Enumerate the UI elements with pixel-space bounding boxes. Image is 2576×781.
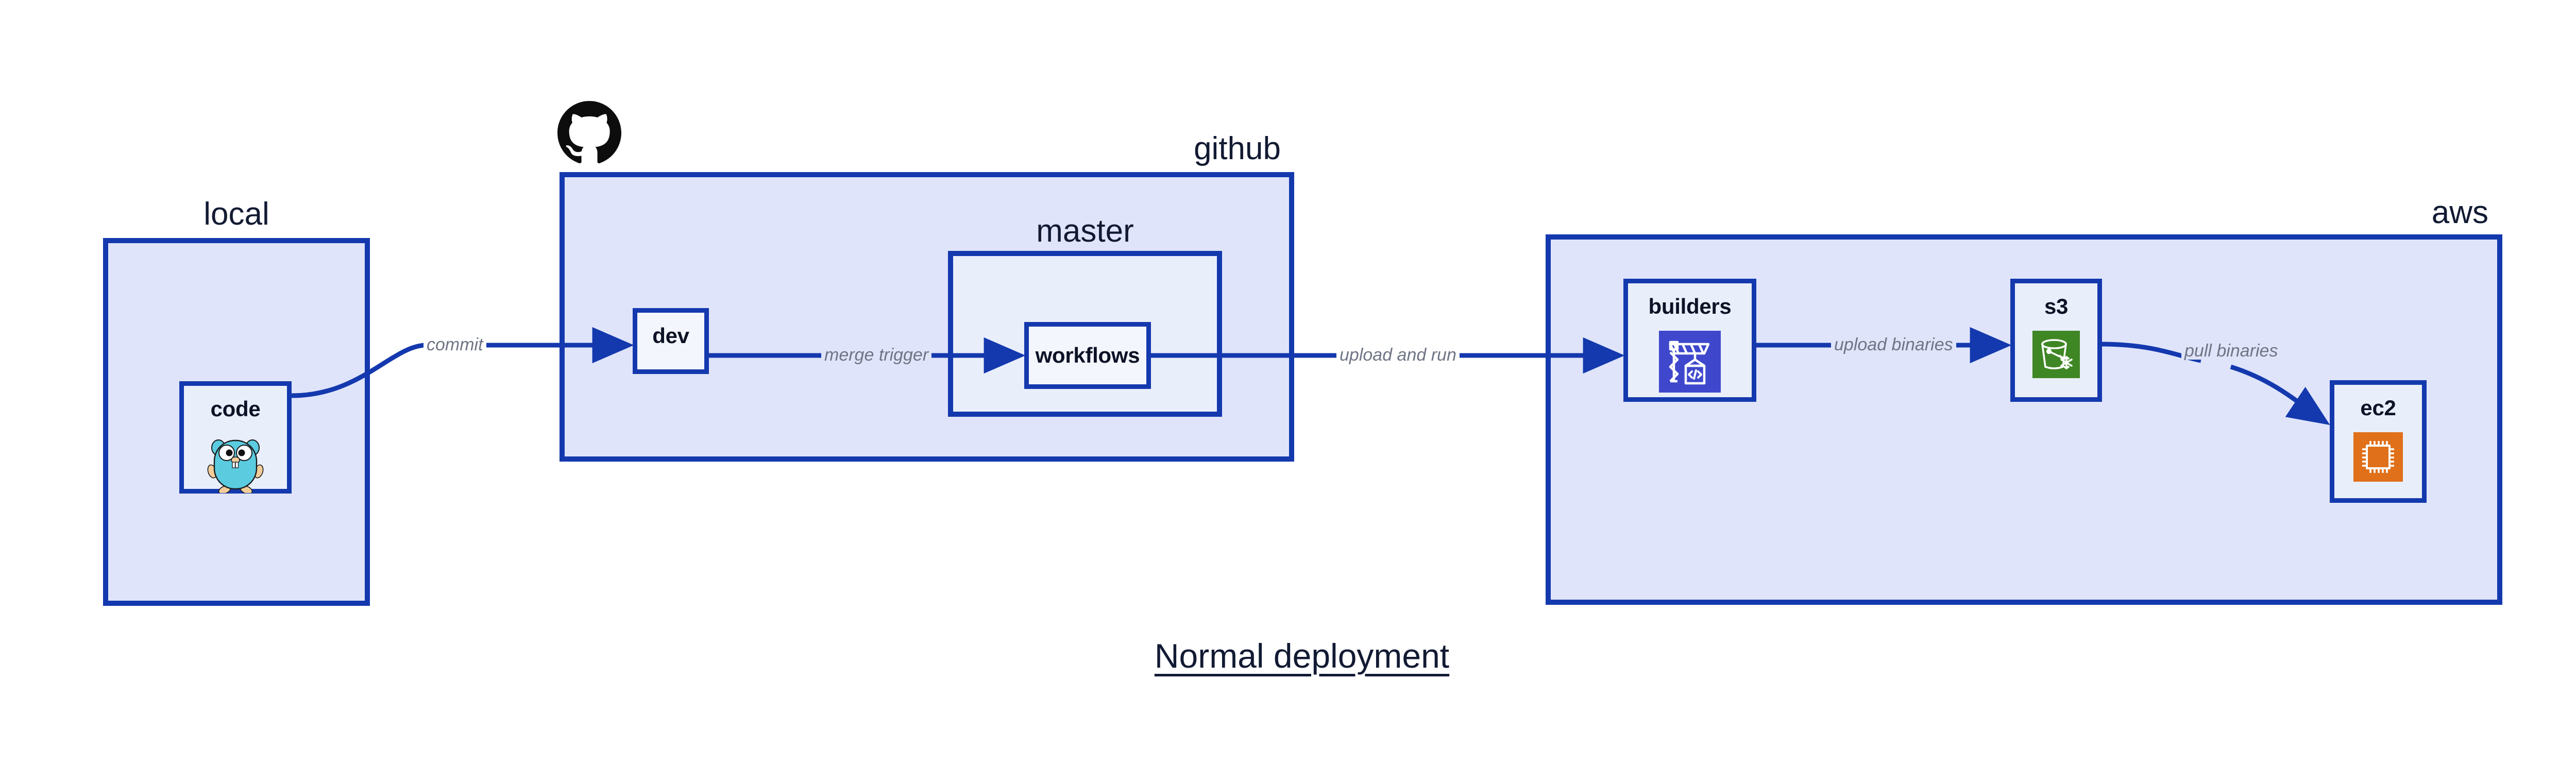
node-code[interactable]: code (179, 381, 292, 496)
diagram-title: Normal deployment (1154, 637, 1450, 675)
node-builders[interactable]: builders (1623, 279, 1756, 402)
node-s3-label: s3 (2044, 294, 2069, 318)
group-aws-label: aws (2431, 195, 2488, 230)
node-builders-label: builders (1648, 294, 1732, 318)
node-dev[interactable]: dev (633, 308, 709, 374)
aws-codebuild-icon (1659, 331, 1721, 395)
group-local-label: local (204, 196, 269, 232)
edge-label-commit: commit (423, 336, 486, 353)
edge-label-upload-binaries: upload binaries (1831, 336, 1956, 353)
node-ec2-label: ec2 (2360, 396, 2396, 420)
edge-label-pull-binaries: pull binaries (2181, 342, 2281, 360)
edge-label-upload-and-run: upload and run (1336, 346, 1460, 364)
node-workflows[interactable]: workflows (1024, 322, 1151, 389)
node-s3[interactable]: s3 (2010, 279, 2102, 402)
edge-label-merge-trigger: merge trigger (821, 346, 932, 364)
node-ec2[interactable]: ec2 (2330, 380, 2427, 503)
github-octocat-logo (557, 101, 621, 167)
aws-s3-glacier-icon (2032, 331, 2080, 381)
group-master-label: master (1036, 213, 1134, 249)
node-code-label: code (210, 397, 261, 421)
node-workflows-label: workflows (1035, 343, 1140, 367)
aws-ec2-icon (2353, 432, 2403, 484)
node-dev-label: dev (652, 324, 689, 348)
go-gopher-icon (207, 433, 264, 496)
group-github-label: github (1194, 131, 1281, 166)
